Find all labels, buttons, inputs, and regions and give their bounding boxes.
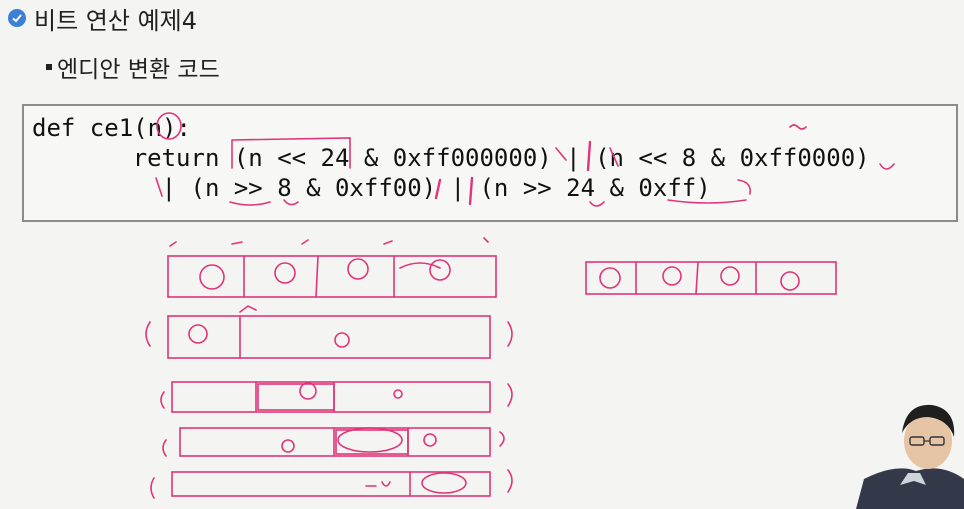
byte-box-row-3 xyxy=(171,381,491,413)
check-circle-icon xyxy=(8,9,26,27)
code-line-1: def ce1(n): xyxy=(32,114,191,142)
byte-box-right xyxy=(585,261,837,295)
byte-box-row-4 xyxy=(179,427,491,457)
slide-title: 비트 연산 예제4 xyxy=(34,6,198,35)
presenter-webcam xyxy=(856,393,964,509)
annotation-circle-n xyxy=(156,112,182,140)
byte-box-row-2 xyxy=(167,315,491,359)
code-block: def ce1(n): return (n << 24 & 0xff000000… xyxy=(22,104,958,222)
byte-box-row-1 xyxy=(167,255,497,298)
square-bullet-icon xyxy=(46,64,52,70)
code-line-3: | (n >> 8 & 0xff00) | (n >> 24 & 0xff) xyxy=(46,174,711,202)
bullet-item: 엔디안 변환 코드 xyxy=(46,50,220,84)
bullet-text: 엔디안 변환 코드 xyxy=(57,57,220,83)
byte-box-row-5 xyxy=(171,471,491,497)
slide-title-row: 비트 연산 예제4 xyxy=(8,2,198,35)
annotation-bracket-1 xyxy=(231,137,351,169)
